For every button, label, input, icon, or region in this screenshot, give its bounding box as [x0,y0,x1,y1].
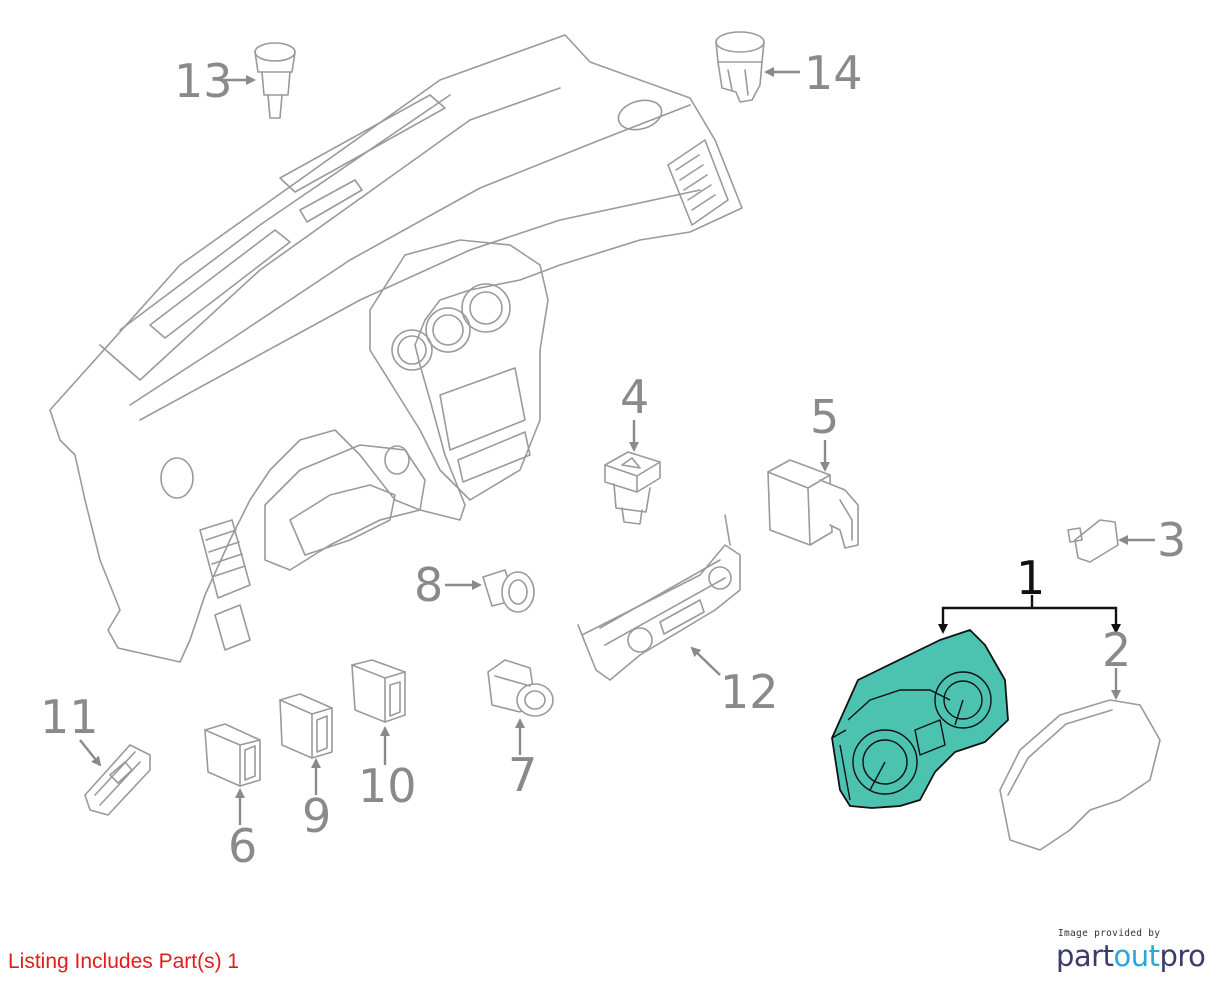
callout-14: 14 [804,46,863,100]
part-9-switch [279,693,333,759]
callout-12: 12 [720,665,779,719]
callout-5: 5 [810,390,839,444]
part-14-knob [715,31,765,103]
callout-3: 3 [1157,513,1186,567]
credit-caption: Image provided by [1058,928,1161,939]
part-3-sensor [1067,519,1119,563]
part-5-switch [767,459,859,549]
callout-11: 11 [40,690,99,744]
part-1-instrument-cluster [831,629,1009,809]
part-4-hazard-switch [604,451,661,525]
callout-labels: 1 2 3 4 5 6 7 8 9 10 11 12 13 14 [40,46,1186,873]
listing-note: Listing Includes Part(s) 1 [8,950,240,973]
callout-13: 13 [174,54,233,108]
callout-10: 10 [358,759,417,813]
part-8-grommet [482,569,535,613]
callout-4: 4 [620,370,649,424]
callout-2: 2 [1102,623,1131,677]
partoutpro-logo: partoutpro [1056,939,1206,973]
part-12-climate-control [577,514,741,681]
image-credit: Image provided by partoutpro [1056,928,1206,973]
callout-7: 7 [508,748,537,802]
leader-lines [79,67,1155,825]
part-2-cluster-lens [999,699,1161,851]
callout-1: 1 [1016,551,1045,605]
part-11-switch-panel [84,744,151,816]
dashboard-panel [49,34,743,663]
part-13-clip [254,42,296,119]
logo-out-text: out [1113,939,1160,973]
callout-6: 6 [228,819,257,873]
part-10-switch [351,659,406,723]
callout-8: 8 [414,558,443,612]
part-7-ignition [487,659,554,717]
part-6-switch [204,723,261,787]
logo-part-text: part [1056,939,1114,973]
callout-9: 9 [302,789,331,843]
logo-pro-text: pro [1159,939,1206,973]
